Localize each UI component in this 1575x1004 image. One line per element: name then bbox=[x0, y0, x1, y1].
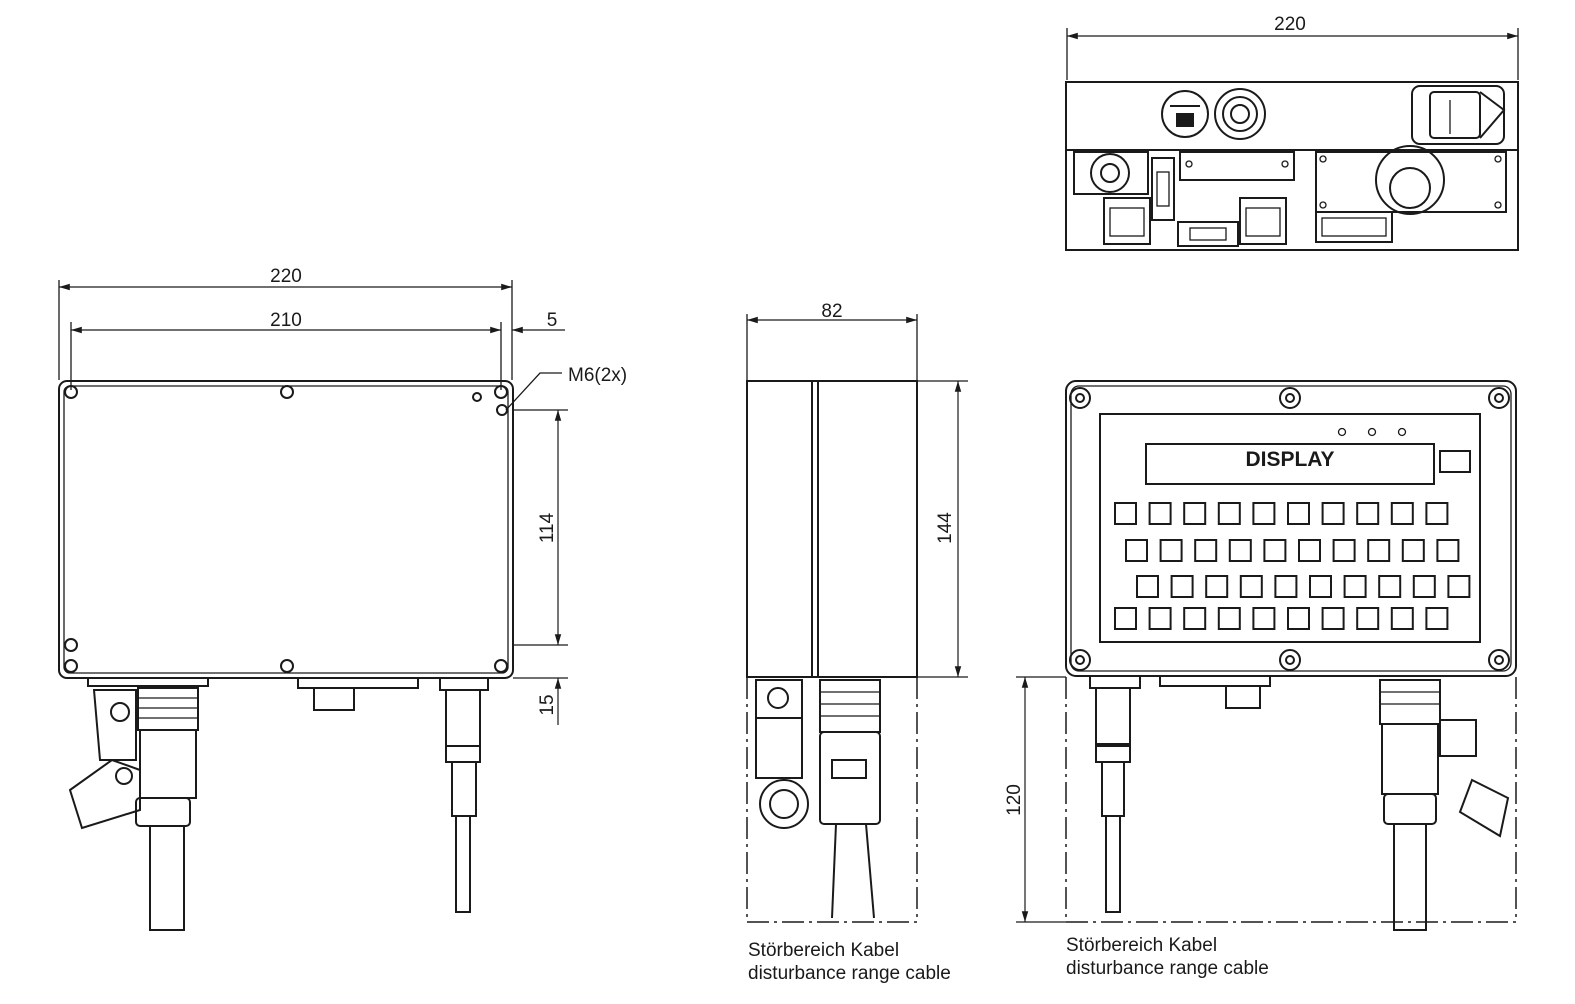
keypad-key bbox=[1183, 502, 1207, 525]
keypad-view: DISPLAY 120 bbox=[1004, 380, 1517, 931]
thread-label: M6(2x) bbox=[568, 365, 627, 386]
keypad-key bbox=[1378, 575, 1402, 598]
keypad-key bbox=[1263, 539, 1287, 562]
keypad-key bbox=[1252, 502, 1276, 525]
keypad-key bbox=[1332, 539, 1356, 562]
keypad-key bbox=[1298, 539, 1321, 562]
keypad-key bbox=[1390, 502, 1414, 525]
dim-edge-offset: 5 bbox=[547, 310, 558, 331]
front-view: 220 210 5 M6(2x) 114 15 bbox=[58, 266, 627, 931]
keypad-key bbox=[1217, 502, 1241, 525]
keypad-key bbox=[1252, 607, 1276, 630]
keypad-key bbox=[1309, 575, 1332, 598]
top-view: 220 bbox=[1065, 14, 1519, 251]
keypad-key bbox=[1136, 575, 1159, 598]
display-label: DISPLAY bbox=[1245, 448, 1334, 471]
keypad-key bbox=[1287, 607, 1310, 630]
keypad-key bbox=[1114, 607, 1137, 630]
keypad-key bbox=[1194, 539, 1218, 562]
dim-side-depth: 82 bbox=[821, 301, 842, 322]
keypad-key bbox=[1170, 575, 1194, 598]
keypad-keys bbox=[1114, 502, 1471, 630]
dim-cable-range: 120 bbox=[1004, 784, 1025, 816]
keypad-key bbox=[1148, 607, 1172, 630]
keypad-key bbox=[1228, 539, 1252, 562]
keypad-caption-en: disturbance range cable bbox=[1066, 958, 1269, 979]
keypad-key bbox=[1183, 607, 1207, 630]
keypad-key bbox=[1205, 575, 1229, 598]
dim-top-width: 220 bbox=[1274, 14, 1306, 35]
keypad-key bbox=[1401, 539, 1425, 562]
keypad-key bbox=[1356, 502, 1380, 525]
keypad-key bbox=[1356, 607, 1380, 630]
keypad-key bbox=[1447, 575, 1471, 598]
keypad-key bbox=[1343, 575, 1367, 598]
keypad-caption-de: Störbereich Kabel bbox=[1066, 935, 1217, 956]
keypad-key bbox=[1321, 502, 1345, 525]
dim-hole-spacing: 210 bbox=[270, 310, 302, 331]
keypad-key bbox=[1125, 539, 1148, 562]
dim-side-height: 144 bbox=[935, 512, 956, 544]
side-caption-de: Störbereich Kabel bbox=[748, 940, 899, 961]
keypad-key bbox=[1412, 575, 1436, 598]
keypad-key bbox=[1159, 539, 1183, 562]
dim-hole-height: 114 bbox=[537, 512, 558, 543]
keypad-key bbox=[1287, 502, 1310, 525]
keypad-key bbox=[1390, 607, 1414, 630]
keypad-key bbox=[1274, 575, 1298, 598]
keypad-key bbox=[1114, 502, 1137, 525]
keypad-key bbox=[1436, 539, 1460, 562]
keypad-key bbox=[1217, 607, 1241, 630]
keypad-key bbox=[1321, 607, 1345, 630]
keypad-key bbox=[1239, 575, 1263, 598]
keypad-key bbox=[1367, 539, 1391, 562]
keypad-key bbox=[1425, 502, 1449, 525]
dim-connector-height: 15 bbox=[537, 694, 558, 715]
side-caption-en: disturbance range cable bbox=[748, 963, 951, 984]
side-view: 82 144 bbox=[746, 301, 968, 923]
keypad-key bbox=[1148, 502, 1172, 525]
dim-front-width: 220 bbox=[270, 266, 302, 287]
keypad-key bbox=[1425, 607, 1449, 630]
